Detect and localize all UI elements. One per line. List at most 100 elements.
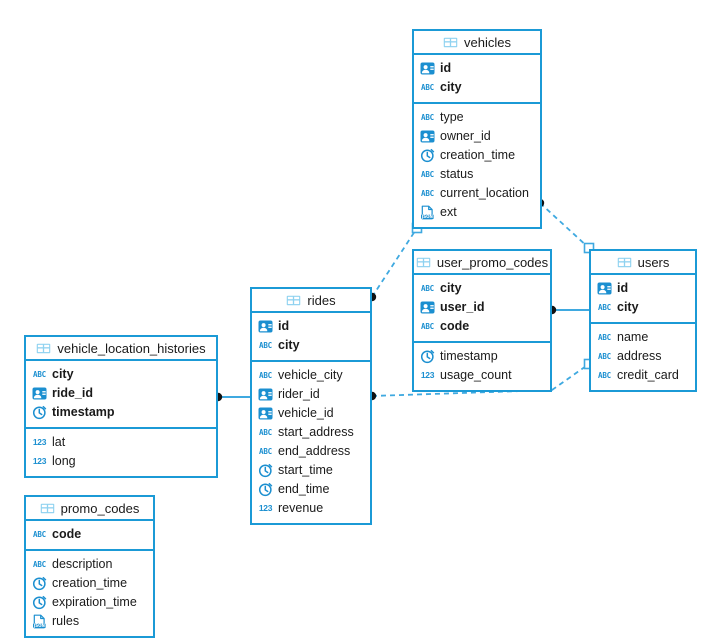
- attribute-row: ABC credit_card: [591, 366, 695, 385]
- field-name: ext: [440, 205, 457, 220]
- key-person-icon: [258, 387, 273, 402]
- field-name: city: [440, 80, 462, 95]
- abc-text-icon: ABC: [421, 188, 434, 198]
- entity-title-bar[interactable]: vehicle_location_histories: [26, 337, 216, 361]
- primary-key-row: id: [252, 317, 370, 336]
- abc-text-icon: ABC: [259, 370, 272, 380]
- abc-text-icon: ABC: [33, 369, 46, 379]
- key-person-icon: [420, 300, 435, 315]
- entity-title-bar[interactable]: rides: [252, 289, 370, 313]
- field-name: long: [52, 454, 76, 469]
- abc-text-icon: ABC: [33, 529, 46, 539]
- entity-title-bar[interactable]: promo_codes: [26, 497, 153, 521]
- field-name: city: [617, 300, 639, 315]
- number-123-icon: 123: [32, 456, 47, 467]
- attribute-row: ABC status: [414, 165, 540, 184]
- abc-text-icon: ABC: [598, 302, 611, 312]
- svg-text:JSON: JSON: [421, 214, 433, 219]
- attribute-row: timestamp: [414, 347, 550, 366]
- key-person-icon: [420, 61, 435, 76]
- field-name: owner_id: [440, 129, 491, 144]
- clock-timestamp-icon: [32, 405, 47, 420]
- field-name: timestamp: [440, 349, 498, 364]
- field-name: city: [278, 338, 300, 353]
- relationship-vehicle_location_histories-to-rides: [213, 392, 250, 402]
- entity-title-bar[interactable]: user_promo_codes: [414, 251, 550, 275]
- field-name: current_location: [440, 186, 529, 201]
- relationship-line: [371, 227, 418, 298]
- field-name: usage_count: [440, 368, 512, 383]
- field-name: creation_time: [440, 148, 516, 163]
- primary-key-row: id: [414, 59, 540, 78]
- field-name: id: [278, 319, 290, 334]
- table-grid-icon: [40, 501, 55, 516]
- field-name: timestamp: [52, 405, 115, 420]
- number-123-icon: 123: [32, 437, 47, 448]
- field-name: status: [440, 167, 474, 182]
- attribute-row: JSON ext: [414, 203, 540, 222]
- table-grid-icon: [286, 293, 301, 308]
- primary-key-section: ABC city ride_id timestamp: [26, 361, 216, 429]
- field-name: creation_time: [52, 576, 128, 591]
- abc-text-icon: ABC: [421, 169, 434, 179]
- table-grid-icon: [443, 35, 458, 50]
- relationship-line: [539, 202, 590, 249]
- number-123-icon: 123: [258, 503, 273, 514]
- entity-title: rides: [307, 292, 336, 308]
- json-document-icon: JSON: [420, 205, 435, 220]
- clock-timestamp-icon: [258, 482, 273, 497]
- primary-key-row: ride_id: [26, 384, 216, 403]
- abc-text-icon: ABC: [259, 340, 272, 350]
- attribute-row: rider_id: [252, 385, 370, 404]
- json-document-icon: JSON: [32, 614, 47, 629]
- primary-key-row: ABC city: [414, 78, 540, 97]
- key-person-icon: [597, 281, 612, 296]
- field-name: ride_id: [52, 386, 93, 401]
- clock-timestamp-icon: [32, 595, 47, 610]
- clock-timestamp-icon: [420, 349, 435, 364]
- entity-title: promo_codes: [60, 500, 140, 516]
- abc-text-icon: ABC: [33, 559, 46, 569]
- field-name: name: [617, 330, 649, 345]
- field-name: expiration_time: [52, 595, 137, 610]
- primary-key-row: ABC city: [26, 365, 216, 384]
- table-grid-icon: [416, 255, 431, 270]
- field-name: vehicle_id: [278, 406, 334, 421]
- abc-text-icon: ABC: [598, 370, 611, 380]
- primary-key-row: ABC city: [252, 336, 370, 355]
- field-name: start_address: [278, 425, 354, 440]
- attribute-row: creation_time: [26, 574, 153, 593]
- attribute-row: ABC current_location: [414, 184, 540, 203]
- entity-title-bar[interactable]: users: [591, 251, 695, 275]
- table-grid-icon: [617, 255, 632, 270]
- field-name: credit_card: [617, 368, 679, 383]
- abc-text-icon: ABC: [421, 82, 434, 92]
- attribute-row: end_time: [252, 480, 370, 499]
- entity-title-bar[interactable]: vehicles: [414, 31, 540, 55]
- key-person-icon: [258, 406, 273, 421]
- relationship-vehicles-to-users: [535, 198, 595, 254]
- field-name: city: [52, 367, 74, 382]
